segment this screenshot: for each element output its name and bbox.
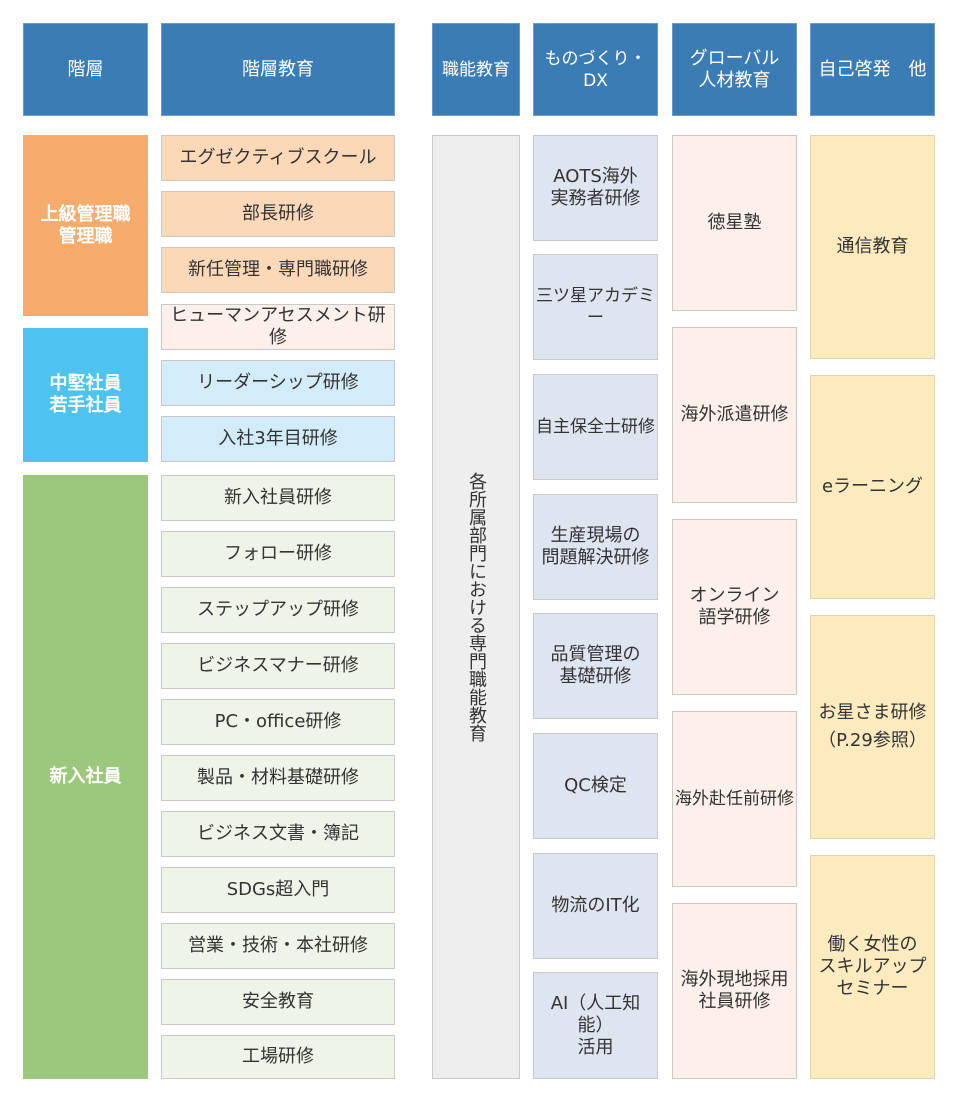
course-leadership: リーダーシップ研修 xyxy=(161,360,395,406)
course-overseas-dispatch: 海外派遣研修 xyxy=(672,327,797,503)
level-new-employees: 新入社員 xyxy=(23,475,148,1079)
course-pc-office: PC・office研修 xyxy=(161,699,395,745)
course-step-up: ステップアップ研修 xyxy=(161,587,395,633)
header-monozukuri-dx: ものづくり・DX xyxy=(533,23,658,116)
course-factory: 工場研修 xyxy=(161,1035,395,1079)
course-new-employee: 新入社員研修 xyxy=(161,475,395,521)
course-autonomous-maintenance: 自主保全士研修 xyxy=(533,374,658,480)
course-sales-tech-hq: 営業・技術・本社研修 xyxy=(161,923,395,969)
course-product-material: 製品・材料基礎研修 xyxy=(161,755,395,801)
course-local-hire: 海外現地採用 社員研修 xyxy=(672,903,797,1079)
header-global: グローバル 人材教育 xyxy=(672,23,797,116)
level-senior-management: 上級管理職 管理職 xyxy=(23,135,148,316)
course-business-manner: ビジネスマナー研修 xyxy=(161,643,395,689)
course-sdgs: SDGs超入門 xyxy=(161,867,395,913)
header-self-development: 自己啓発 他 xyxy=(810,23,935,116)
header-hierarchy: 階層 xyxy=(23,23,148,116)
level-mid-career: 中堅社員 若手社員 xyxy=(23,328,148,462)
course-ohoshisama: お星さま研修 （P.29参照） xyxy=(810,615,935,839)
header-hierarchy-education: 階層教育 xyxy=(161,23,395,116)
course-business-documents: ビジネス文書・簿記 xyxy=(161,811,395,857)
course-follow-up: フォロー研修 xyxy=(161,531,395,577)
course-ai-utilization: AI（人工知能） 活用 xyxy=(533,972,658,1079)
course-mitsuboshi-academy: 三ツ星アカデミー xyxy=(533,254,658,360)
course-executive-school: エグゼクティブスクール xyxy=(161,135,395,181)
course-logistics-it: 物流のIT化 xyxy=(533,853,658,959)
course-e-learning: eラーニング xyxy=(810,375,935,599)
course-online-language: オンライン 語学研修 xyxy=(672,519,797,695)
course-safety: 安全教育 xyxy=(161,979,395,1025)
course-problem-solving: 生産現場の 問題解決研修 xyxy=(533,494,658,600)
course-quality-control: 品質管理の 基礎研修 xyxy=(533,613,658,719)
course-aots: AOTS海外 実務者研修 xyxy=(533,135,658,241)
course-pre-assignment: 海外赴任前研修 xyxy=(672,711,797,887)
course-department-specialized: 各所属部門における専門職能教育 xyxy=(432,135,520,1079)
header-skill-education: 職能教育 xyxy=(432,23,520,116)
course-manager: 部長研修 xyxy=(161,191,395,237)
course-correspondence: 通信教育 xyxy=(810,135,935,359)
course-third-year: 入社3年目研修 xyxy=(161,416,395,462)
course-tokuseijuku: 徳星塾 xyxy=(672,135,797,311)
course-women-skill-up: 働く女性の スキルアップ セミナー xyxy=(810,855,935,1079)
course-department-specialized-label: 各所属部門における専門職能教育 xyxy=(466,472,487,742)
course-human-assessment: ヒューマンアセスメント研修 xyxy=(161,304,395,350)
course-qc-exam: QC検定 xyxy=(533,733,658,839)
course-new-manager: 新任管理・専門職研修 xyxy=(161,247,395,293)
